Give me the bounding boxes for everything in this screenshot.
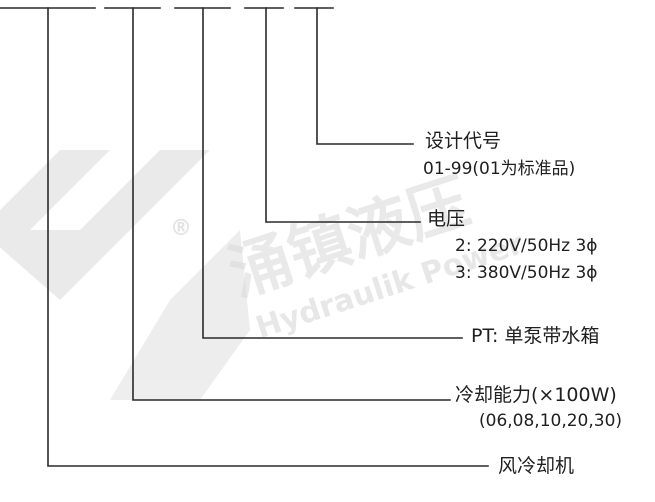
- leader-design-code: [316, 7, 414, 145]
- registered-mark: ®: [170, 216, 192, 241]
- voltage-detail-380v: 3: 380V/50Hz 3ϕ: [455, 263, 598, 283]
- leader-air-cooler: [47, 7, 489, 467]
- design-code-detail: 01-99(01为标准品): [423, 159, 576, 179]
- leader-voltage: [265, 7, 421, 223]
- voltage-title: 电压: [427, 208, 466, 230]
- design-code-title: 设计代号: [425, 130, 502, 152]
- air-cooler-title: 风冷却机: [498, 455, 575, 477]
- leader-pump-tank: [202, 7, 463, 339]
- pump-tank-title: PT: 单泵带水箱: [471, 325, 600, 347]
- watermark-logo: [0, 150, 250, 400]
- cooling-capacity-title: 冷却能力(×100W): [455, 384, 617, 406]
- voltage-detail-220v: 2: 220V/50Hz 3ϕ: [455, 236, 598, 256]
- leader-cooling-capacity: [132, 7, 451, 401]
- cooling-capacity-detail: (06,08,10,20,30): [479, 411, 623, 431]
